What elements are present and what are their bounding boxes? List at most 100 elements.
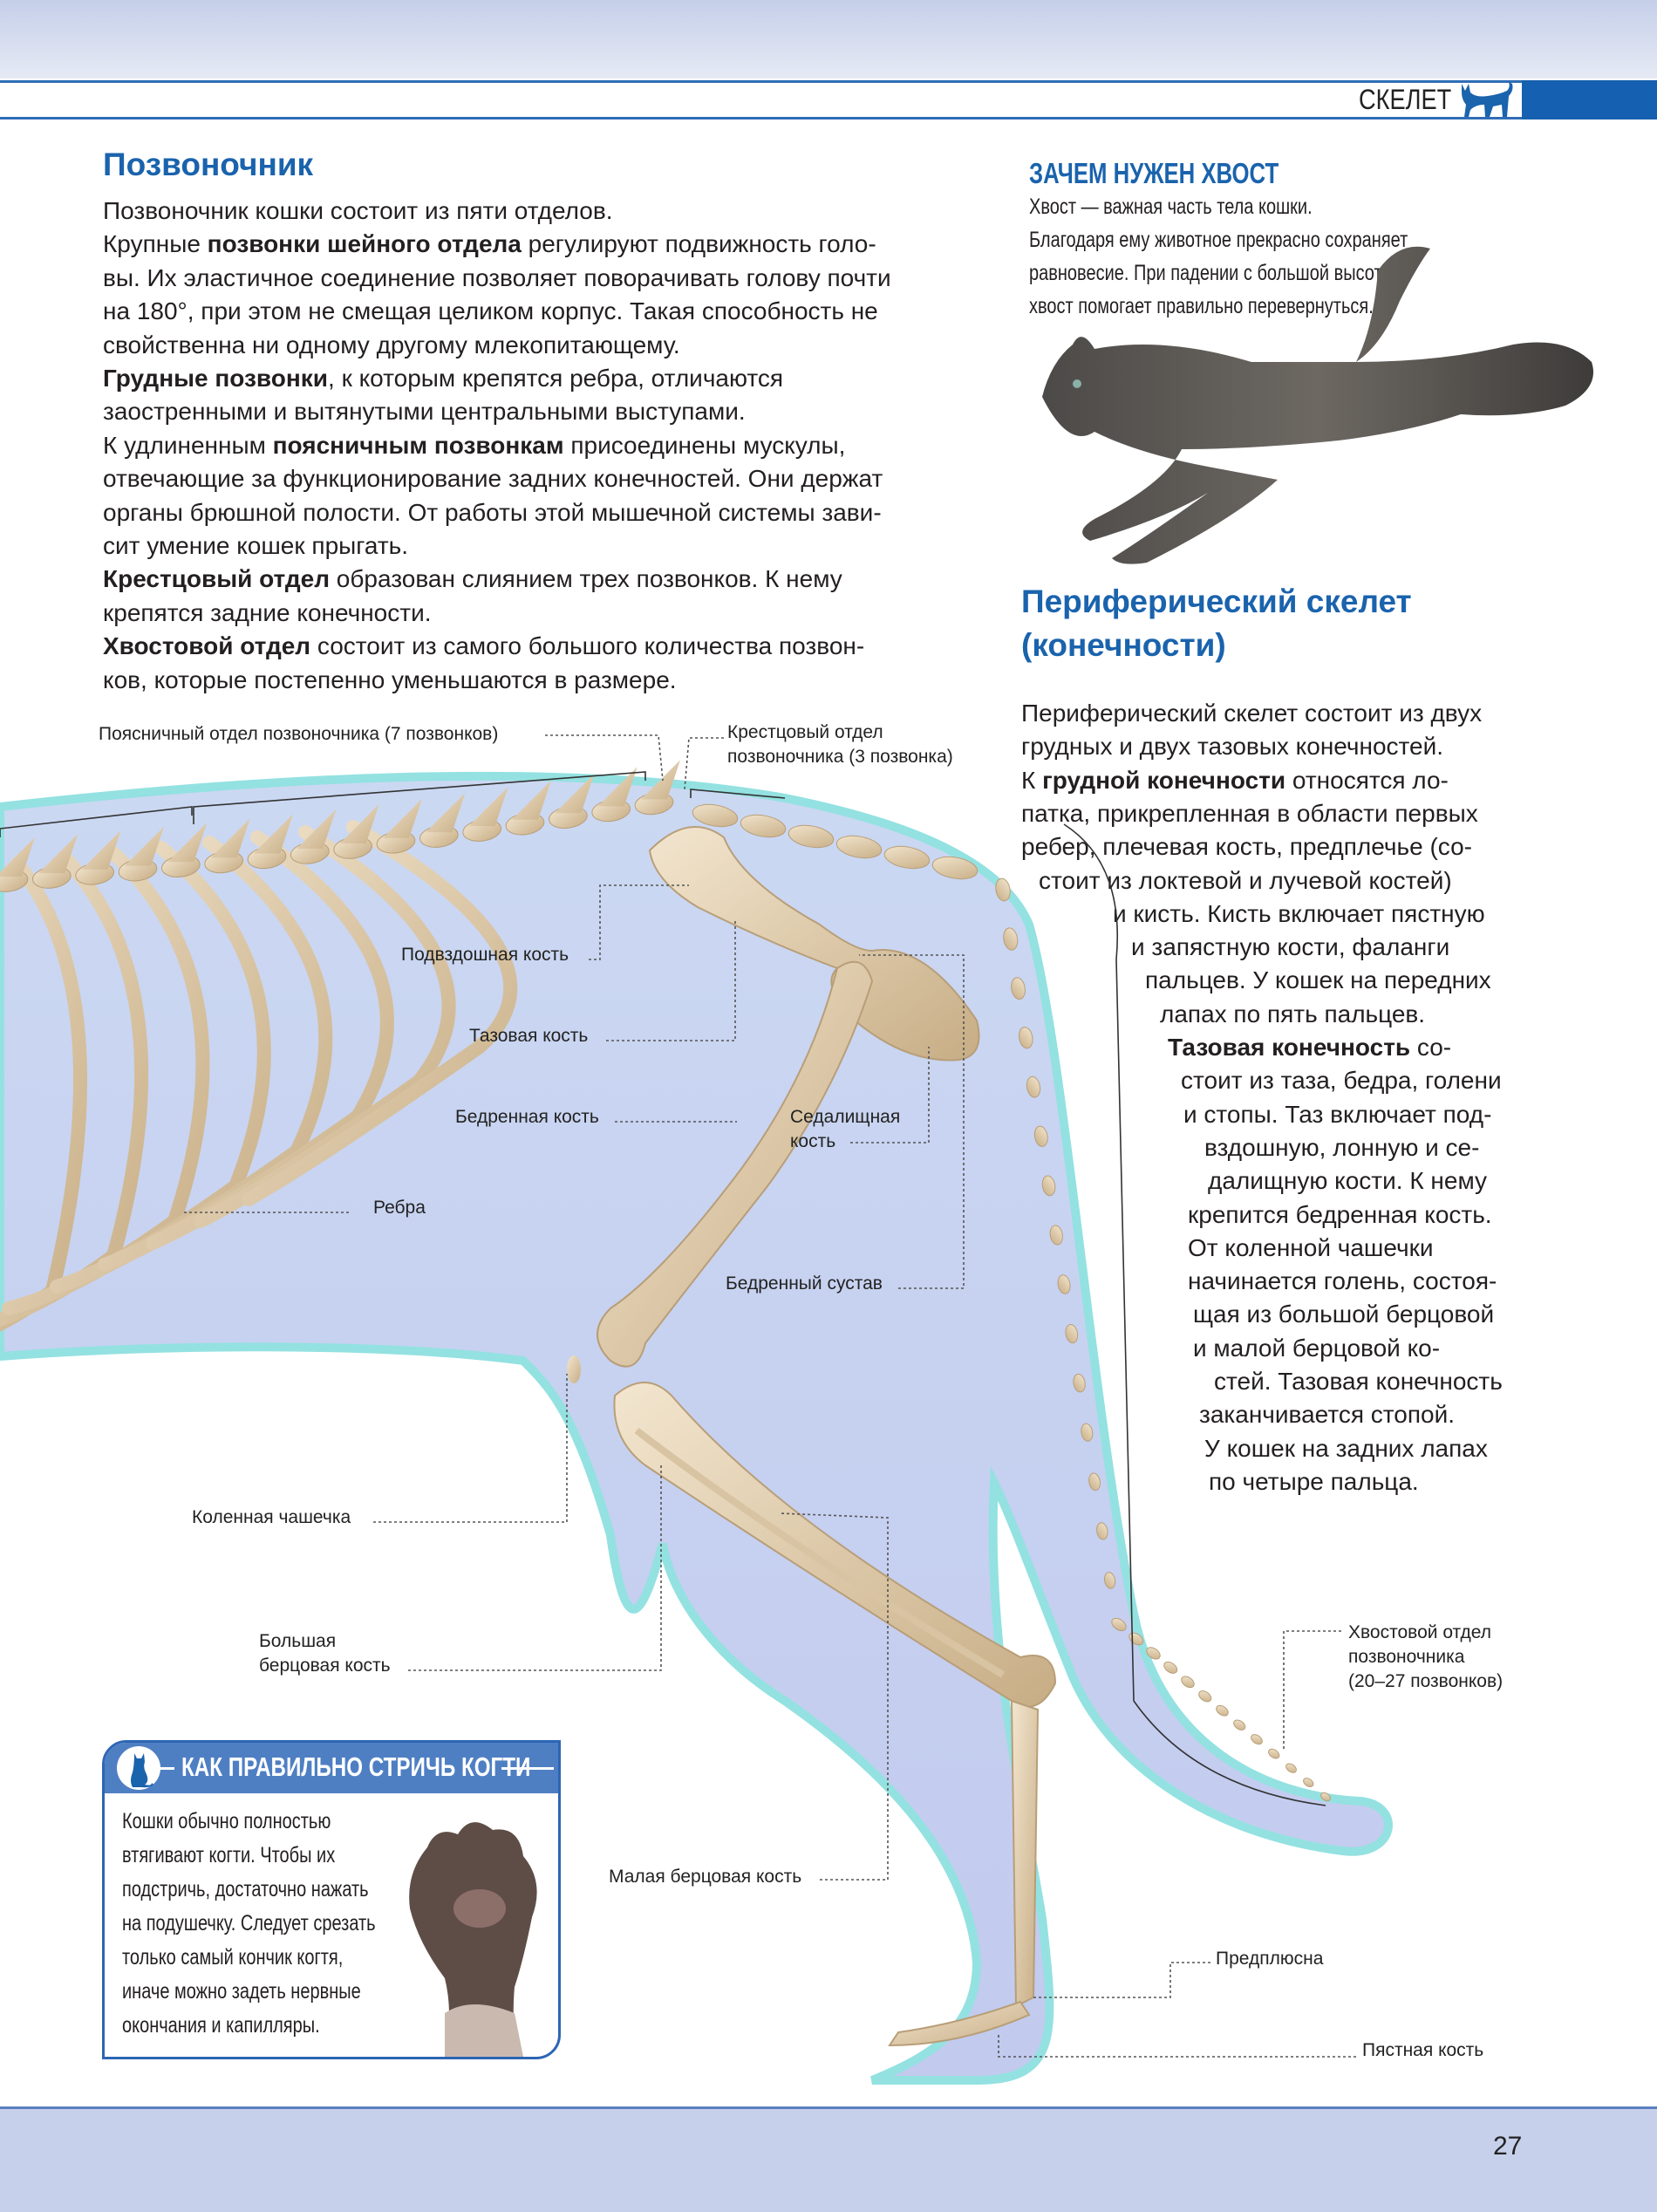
- text-segment: отвечающие за функционирование задних ко…: [103, 465, 883, 493]
- section-tab: [1522, 80, 1657, 119]
- label-ischium-1: Седалищная: [790, 1107, 901, 1127]
- bold-term: поясничным позвонкам: [272, 431, 564, 459]
- vertebra: [1216, 1704, 1229, 1717]
- text-line: Позвоночник кошки состоит из пяти отдело…: [103, 197, 613, 225]
- vertebra: [883, 845, 931, 870]
- text-line: стоит из таза, бедра, голени: [1181, 1067, 1502, 1095]
- tail-text-line: Хвост — важная часть тела кошки.: [1029, 195, 1313, 219]
- text-segment: грудных и двух тазовых конечностей.: [1021, 733, 1444, 761]
- label-caudal-3: (20–27 позвонков): [1348, 1671, 1504, 1691]
- text-line: Крупные позвонки шейного отдела регулиру…: [103, 230, 876, 258]
- tibia-bone: [613, 1382, 1057, 1708]
- vertebra-process: [81, 830, 121, 870]
- claw-trimming-box: КАК ПРАВИЛЬНО СТРИЧЬ КОГТИ Кошки обычно …: [102, 1740, 561, 2059]
- claw-text-line: подстричь, достаточно нажать: [122, 1877, 369, 1901]
- vertebra: [1019, 1027, 1033, 1049]
- text-segment: и запястную кости, фаланги: [1131, 933, 1450, 961]
- text-line: Грудные позвонки, к которым крепятся реб…: [103, 365, 783, 393]
- bold-term: Грудные позвонки: [103, 365, 329, 392]
- label-lumbar: Поясничный отдел позвоночника (7 позвонк…: [99, 724, 499, 744]
- label-tibia-1: Большая: [259, 1631, 337, 1651]
- pelvis-bone: [648, 826, 980, 1062]
- label-sacral-1: Крестцовый отдел: [727, 722, 883, 742]
- text-line: пальцев. У кошек на передних: [1145, 966, 1491, 994]
- vertebra: [1163, 1661, 1178, 1674]
- label-ribs: Ребра: [373, 1198, 426, 1218]
- vertebra: [1033, 1125, 1048, 1147]
- text-line: ков, которые постепенно уменьшаются в ра…: [103, 666, 677, 694]
- tail-text-line: хвост помогает правильно перевернуться.: [1029, 294, 1374, 318]
- vertebra: [740, 814, 787, 838]
- ribs: [0, 820, 518, 1332]
- vertebra: [1251, 1734, 1263, 1745]
- vertebra: [1303, 1778, 1314, 1787]
- bold-term: грудной конечности: [1042, 766, 1286, 794]
- text-line: органы брюшной полости. От работы этой м…: [103, 499, 882, 527]
- claw-text-line: иначе можно задеть нервные: [122, 1979, 361, 2004]
- text-line: по четыре пальца.: [1209, 1468, 1419, 1496]
- vertebra: [1065, 1324, 1079, 1344]
- header-dash: [501, 1767, 554, 1770]
- vertebra: [1026, 1075, 1041, 1098]
- text-segment: со-: [1410, 1034, 1452, 1061]
- jumping-cat-photo: [1042, 246, 1593, 564]
- header-band: [0, 0, 1657, 79]
- text-segment: свойственна ни одному другому млекопитаю…: [103, 331, 680, 358]
- vertebrae: [0, 760, 1331, 1802]
- label-caudal-1: Хвостовой отдел: [1348, 1622, 1491, 1642]
- text-segment: щая из большой берцовой: [1193, 1301, 1495, 1328]
- vertebra: [1096, 1522, 1108, 1540]
- metatarsal-bones: [1010, 1699, 1040, 2008]
- text-segment: лапах по пять пальцев.: [1160, 1000, 1426, 1027]
- spine-heading: Позвоночник: [103, 147, 314, 182]
- text-segment: стей. Тазовая конечность: [1214, 1368, 1503, 1395]
- label-fibula: Малая берцовая кость: [609, 1867, 802, 1887]
- vertebra: [1146, 1647, 1161, 1660]
- text-segment: и малой берцовой ко-: [1193, 1334, 1441, 1362]
- text-line: заостренными и вытянутыми центральными в…: [103, 398, 746, 426]
- text-segment: К: [1021, 766, 1043, 794]
- vertebra: [1111, 1617, 1127, 1632]
- region-brackets: [0, 771, 786, 837]
- vertebra: [1320, 1792, 1331, 1802]
- text-line: лапах по пять пальцев.: [1160, 1000, 1425, 1028]
- text-segment: У кошек на задних лапах: [1204, 1434, 1488, 1462]
- text-line: и стопы. Таз включает под-: [1183, 1101, 1491, 1129]
- vertebra: [1285, 1763, 1297, 1773]
- text-line: Крестцовый отдел образован слиянием трех…: [103, 565, 842, 593]
- text-segment: по четыре пальца.: [1209, 1467, 1419, 1495]
- text-line: От коленной чашечки: [1188, 1234, 1433, 1262]
- header-rule-bottom: [0, 117, 1522, 119]
- vertebra: [1268, 1748, 1280, 1759]
- fibula-bone: [634, 1427, 1006, 1678]
- text-segment: вздошную, лонную и се-: [1204, 1133, 1480, 1161]
- femur-bone: [597, 960, 874, 1368]
- header-rule: [0, 80, 1657, 83]
- text-line: Тазовая конечность со-: [1168, 1034, 1451, 1062]
- toe-bones: [888, 2000, 1031, 2047]
- text-segment: стоит из локтевой и лучевой костей): [1039, 866, 1452, 894]
- text-line: грудных и двух тазовых конечностей.: [1021, 733, 1443, 761]
- text-line: на 180°, при этом не смещая целиком корп…: [103, 297, 878, 325]
- label-metatarsal: Пястная кость: [1362, 2040, 1484, 2060]
- label-hip-joint: Бедренный сустав: [726, 1273, 883, 1294]
- vertebra-process: [383, 798, 422, 838]
- vertebra: [1041, 1175, 1056, 1197]
- cat-icon: [117, 1746, 160, 1790]
- text-segment: Периферический скелет состоит из двух: [1021, 700, 1483, 727]
- text-segment: вы. Их эластичное соединение позволяет п…: [103, 263, 891, 291]
- vertebra: [1057, 1274, 1071, 1294]
- vertebra: [692, 803, 739, 828]
- vertebra: [1104, 1572, 1116, 1589]
- vertebra: [1003, 927, 1019, 951]
- vertebra: [835, 835, 883, 859]
- vertebra: [1011, 977, 1026, 1000]
- vertebra-process: [555, 774, 595, 814]
- text-segment: Позвоночник кошки состоит из пяти отдело…: [103, 197, 613, 224]
- text-line: стей. Тазовая конечность: [1214, 1368, 1503, 1396]
- text-line: и кисть. Кисть включает пястную: [1113, 900, 1485, 928]
- vertebra: [1181, 1676, 1195, 1689]
- text-line: вздошную, лонную и се-: [1204, 1134, 1479, 1162]
- text-line: и запястную кости, фаланги: [1131, 933, 1449, 961]
- text-segment: относятся ло-: [1285, 766, 1449, 794]
